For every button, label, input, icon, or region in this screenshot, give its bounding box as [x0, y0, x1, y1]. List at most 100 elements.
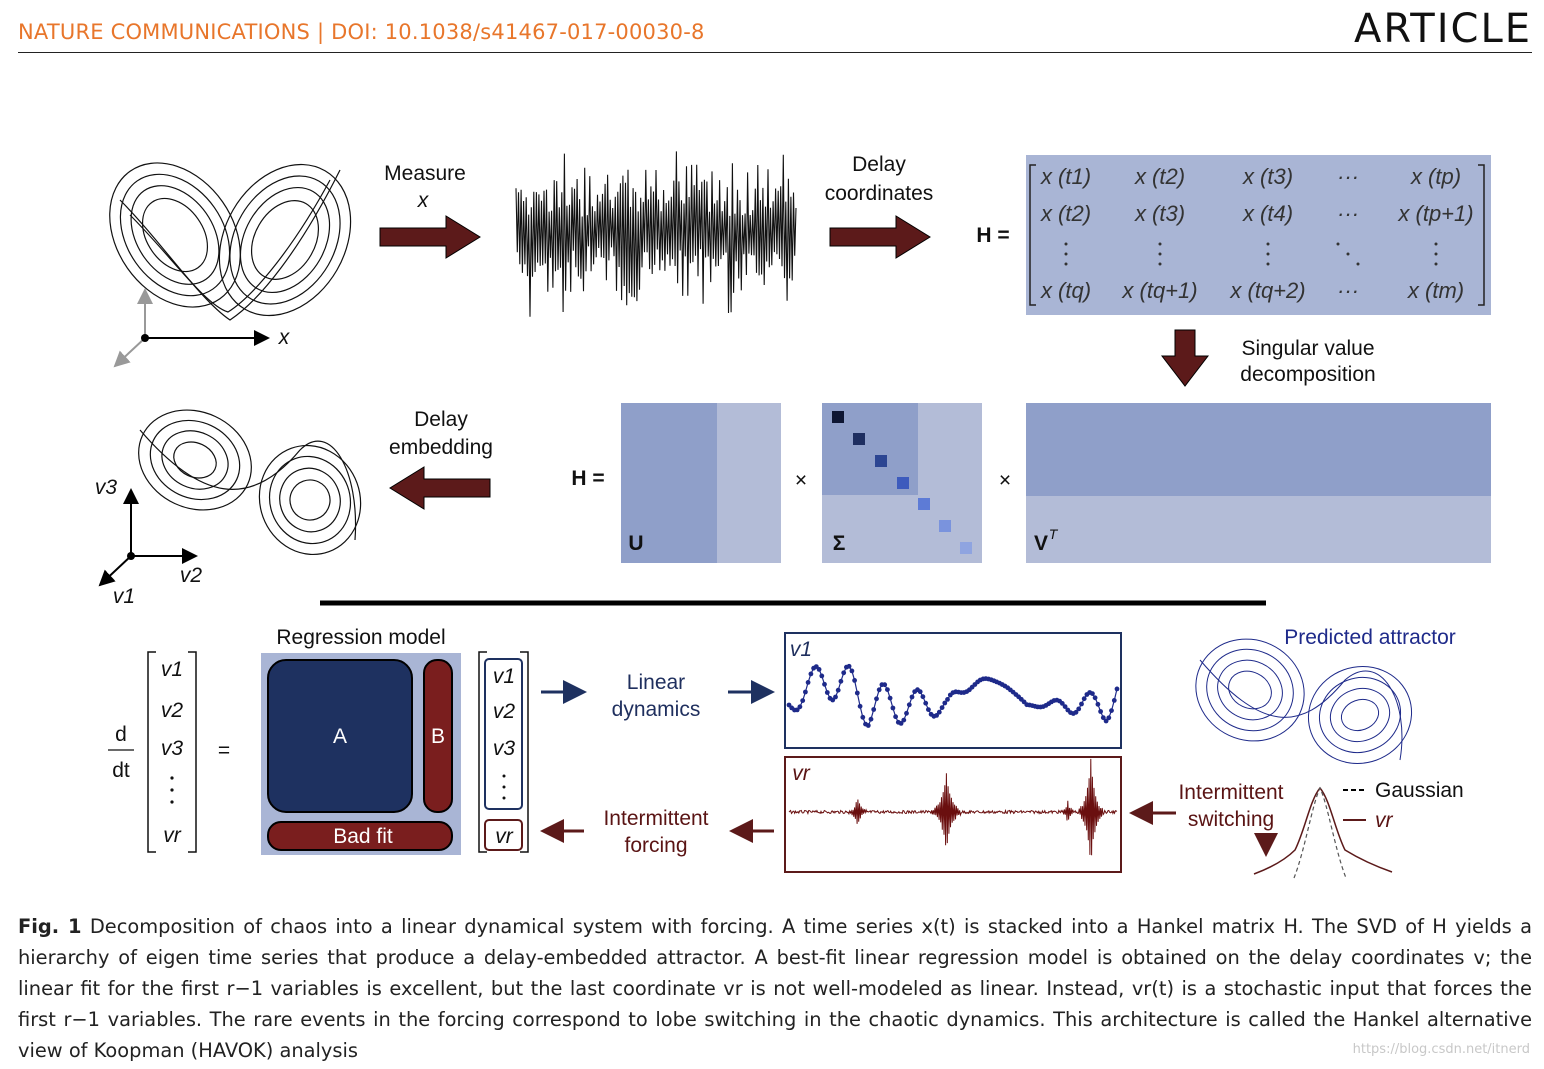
svg-text:x (tq+2): x (tq+2): [1229, 278, 1305, 303]
vr-legend-label: vr: [1375, 809, 1394, 832]
regression-model-title: Regression model: [276, 626, 445, 649]
v1-sample-point: [890, 705, 896, 711]
svg-text:x (tm): x (tm): [1407, 278, 1464, 303]
v1-sample-point: [1062, 704, 1068, 709]
svg-text:x (t4): x (t4): [1242, 201, 1293, 226]
havok-figure: x Measure x Delay coordinates H = x (t1)…: [95, 151, 1491, 879]
caption-text: Decomposition of chaos into a linear dyn…: [18, 915, 1532, 1062]
svg-text:x (t3): x (t3): [1134, 201, 1185, 226]
v1-sample-point: [1114, 686, 1120, 692]
svg-text:v1: v1: [161, 658, 183, 681]
measure-arrow: [379, 215, 481, 259]
svg-text:vr: vr: [163, 824, 182, 847]
v1-sample-point: [906, 702, 912, 708]
v1-sample-point: [871, 707, 877, 712]
matrix-B-label: B: [431, 725, 445, 748]
bad-fit-row: [267, 821, 453, 851]
delay-coordinates-arrow: [829, 215, 931, 259]
v1-sample-point: [904, 710, 909, 716]
svg-text:x (tp+1): x (tp+1): [1397, 201, 1473, 226]
v1-sample-point: [808, 671, 814, 677]
v1-sample-point: [865, 723, 871, 728]
embedded-attractor: [138, 409, 362, 556]
v1-sample-point: [860, 714, 866, 720]
U-label: U: [628, 532, 643, 555]
v1-sample-point: [1076, 706, 1082, 712]
svg-text:v2: v2: [493, 700, 516, 723]
svg-text:v2: v2: [161, 699, 184, 722]
v1-sample-point: [1059, 701, 1065, 706]
svg-text:x (t2): x (t2): [1134, 164, 1185, 189]
intermittent-forcing-label-1: Intermittent: [603, 807, 708, 830]
v1-sample-point: [841, 670, 847, 676]
svd-arrow: [1160, 329, 1210, 387]
article-section-label: ARTICLE: [1354, 6, 1532, 52]
journal-doi-header: NATURE COMMUNICATIONS | DOI: 10.1038/s41…: [18, 20, 705, 44]
v1-sample-point: [1090, 691, 1095, 696]
v1-sample-point: [887, 695, 893, 701]
intermittent-switching-label-1: Intermittent: [1178, 781, 1283, 804]
v1-sample-point: [1081, 696, 1087, 702]
v1-sample-point: [849, 668, 855, 674]
equals-sign: =: [218, 739, 230, 762]
ddt-denominator: dt: [112, 759, 130, 782]
v1-sample-point: [824, 690, 830, 695]
vr-panel-label: vr: [792, 762, 811, 785]
v1-sample-point: [805, 680, 811, 685]
hankel-row-1: x (t1) x (t2) x (t3) ··· x (tp): [1040, 164, 1461, 189]
v1-sample-point: [1098, 709, 1103, 714]
v1-sample-point: [874, 696, 879, 702]
v1-sample-point: [1100, 715, 1106, 721]
vector-linear-box: [484, 658, 523, 810]
measure-label: Measure: [384, 162, 466, 185]
v1-sample-point: [835, 687, 841, 693]
v1-panel-label: v1: [790, 638, 812, 661]
matrix-A: [267, 659, 413, 813]
v1-sample-point: [852, 678, 857, 683]
lorenz-attractor: [109, 162, 352, 321]
svg-text:x (t3): x (t3): [1242, 164, 1293, 189]
v1-sample-point: [1106, 715, 1112, 721]
ddt-numerator: d: [115, 723, 127, 746]
v1-sample-point: [876, 687, 882, 693]
svg-text:v1: v1: [493, 665, 515, 688]
svg-text:x (tp): x (tp): [1410, 164, 1461, 189]
VT-matrix: [1026, 403, 1491, 563]
hankel-matrix-bg: [1026, 155, 1491, 315]
figure-caption: Fig. 1 Decomposition of chaos into a lin…: [18, 911, 1532, 1066]
v1-sample-point: [854, 690, 860, 696]
v1-sample-point: [1095, 701, 1101, 707]
VT-superscript: T: [1049, 526, 1059, 542]
axis-v2-label: v2: [180, 564, 203, 587]
svg-text:v3: v3: [161, 737, 184, 760]
svd-label-1: Singular value: [1241, 337, 1374, 360]
v1-sample-point: [838, 678, 844, 684]
axis-v3-label: v3: [95, 476, 118, 499]
vector-forcing-box: [484, 819, 523, 851]
v1-sample-point: [819, 673, 825, 679]
axis-v1-label: v1: [113, 585, 135, 608]
VT-label: V: [1034, 532, 1048, 555]
intermittent-switching-label-2: switching: [1188, 808, 1274, 831]
v1-sample-point: [920, 694, 926, 700]
v1-sample-point: [934, 713, 939, 718]
measure-var: x: [417, 189, 430, 212]
v1-sample-point: [1092, 695, 1098, 701]
intermittent-forcing-label-2: forcing: [624, 834, 687, 857]
svg-text:x (tq): x (tq): [1040, 278, 1091, 303]
v1-sample-point: [909, 694, 915, 700]
caption-label: Fig. 1: [18, 915, 82, 938]
svg-text:x (t1): x (t1): [1040, 164, 1091, 189]
v1-sample-point: [926, 707, 931, 712]
U-matrix: [621, 403, 781, 563]
distribution-plot: [1253, 786, 1393, 879]
sigma-label: Σ: [833, 532, 846, 555]
v1-sample-point: [1103, 718, 1109, 724]
watermark: https://blog.csdn.net/itnerd: [1352, 1042, 1530, 1057]
v1-sample-point: [846, 663, 852, 669]
v1-sample-point: [1073, 709, 1079, 715]
header-rule: [18, 52, 1532, 53]
predicted-attractor-title: Predicted attractor: [1284, 626, 1456, 649]
v1-sample-point: [1109, 708, 1114, 713]
v1-sample-point: [1111, 698, 1117, 703]
